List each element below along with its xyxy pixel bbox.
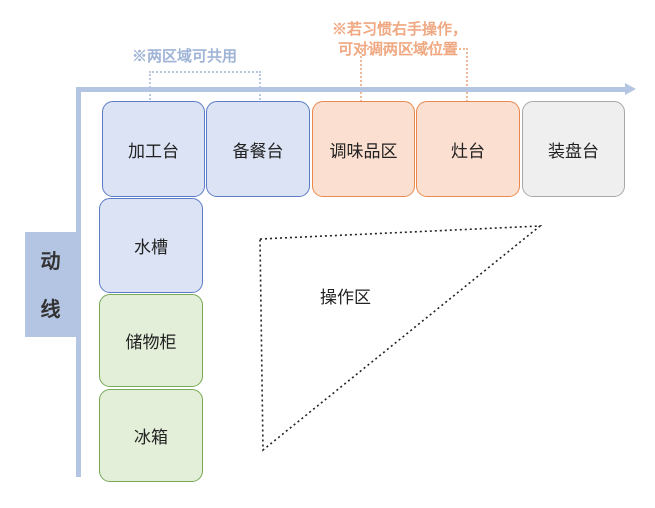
stove-label: 灶台 bbox=[451, 141, 485, 162]
work-area-label: 操作区 bbox=[320, 288, 371, 308]
work-triangle-outline bbox=[259, 225, 543, 452]
seasoning-zone-box: 调味品区 bbox=[312, 101, 415, 197]
storage-cabinet-label: 储物柜 bbox=[125, 333, 177, 353]
serving-station-box: 备餐台 bbox=[206, 101, 310, 197]
flow-label-char-2: 线 bbox=[40, 296, 61, 321]
sink-label: 水槽 bbox=[134, 238, 168, 258]
flow-line-label: 动 线 bbox=[25, 232, 76, 337]
sink-box: 水槽 bbox=[99, 198, 203, 293]
prep-station-box: 加工台 bbox=[102, 101, 205, 197]
plating-station-label: 装盘台 bbox=[548, 141, 599, 162]
storage-cabinet-box: 储物柜 bbox=[99, 294, 203, 387]
prep-station-label: 加工台 bbox=[128, 141, 179, 162]
flow-label-char-1: 动 bbox=[40, 248, 61, 273]
swap-zone-bracket bbox=[360, 48, 468, 102]
vertical-flow-axis bbox=[76, 87, 81, 477]
stove-box: 灶台 bbox=[416, 101, 520, 197]
refrigerator-box: 冰箱 bbox=[99, 389, 203, 482]
right-hand-note-line1: ※若习惯右手操作， bbox=[332, 20, 468, 38]
shared-zone-note: ※两区域可共用 bbox=[132, 47, 238, 65]
serving-station-label: 备餐台 bbox=[232, 141, 284, 162]
plating-station-box: 装盘台 bbox=[522, 101, 625, 197]
horizontal-flow-arrow bbox=[76, 83, 636, 95]
refrigerator-label: 冰箱 bbox=[134, 428, 168, 448]
seasoning-zone-label: 调味品区 bbox=[329, 141, 398, 162]
